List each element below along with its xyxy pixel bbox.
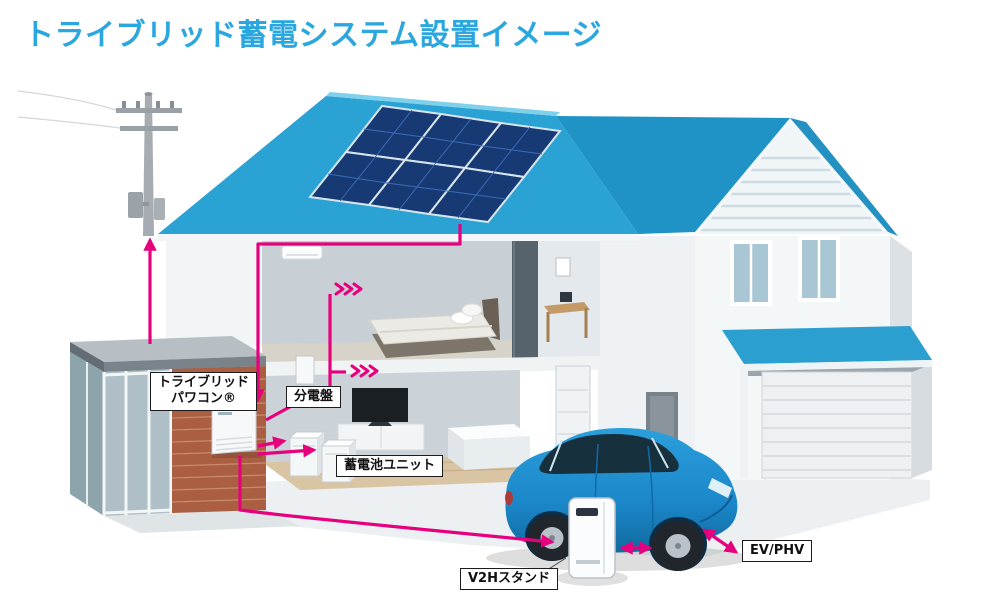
battery-unit-label: 蓄電池ユニット [336, 455, 444, 478]
powcon-label-line2: パワコン® [171, 391, 237, 407]
solar-panels [308, 104, 562, 224]
v2h-stand-unit [556, 497, 628, 586]
power-conditioner-unit [211, 401, 262, 458]
left-wall [166, 236, 262, 346]
distribution-board-label: 分電盤 [286, 386, 342, 409]
v2h-stand-label: V2Hスタンド [460, 568, 558, 591]
powcon-label: トライブリッド パワコン® [150, 372, 258, 411]
garage [722, 326, 932, 479]
house [155, 92, 932, 493]
ev-phv-label: EV/PHV [742, 540, 813, 563]
ev-car [486, 428, 750, 571]
utility-pole [17, 90, 182, 236]
gable-windows [730, 236, 840, 306]
page-title: トライブリッド蓄電システム設置イメージ [24, 18, 602, 53]
distribution-board-box [295, 355, 315, 385]
powcon-label-line1: トライブリッド [158, 375, 250, 390]
interior-bedroom [262, 238, 600, 366]
